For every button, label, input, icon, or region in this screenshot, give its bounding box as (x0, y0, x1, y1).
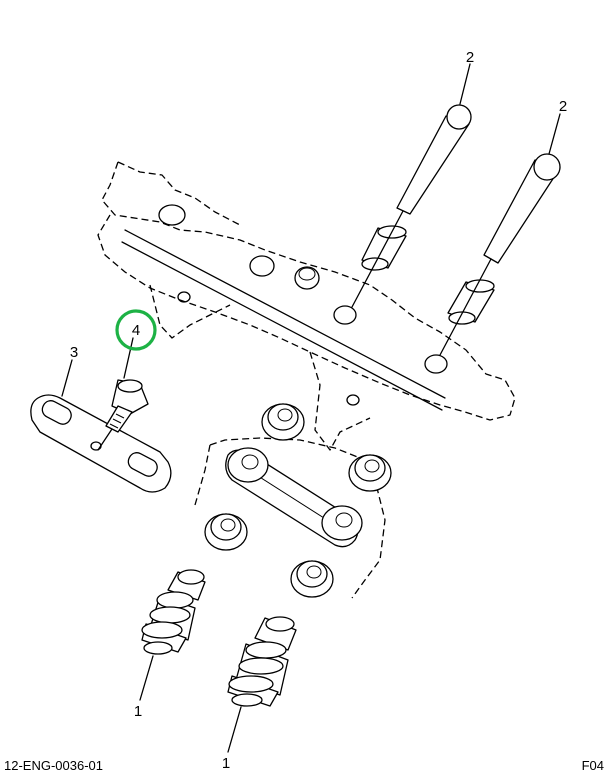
pin-right (439, 153, 561, 356)
callout-4[interactable]: 4 (132, 322, 140, 339)
bracket-plate (97, 161, 516, 451)
grommet-lower-right (290, 560, 334, 598)
callout-1-left[interactable]: 1 (134, 703, 142, 720)
grommet-mid-left (227, 447, 269, 483)
callout-2-right[interactable]: 2 (559, 98, 567, 115)
grommet-upper-right (348, 454, 392, 492)
bolt (97, 379, 149, 451)
clamp-plate (30, 394, 172, 493)
grommet-mid-right (321, 505, 363, 541)
callout-3[interactable]: 3 (70, 344, 78, 361)
drawing-id: 12-ENG-0036-01 (4, 758, 103, 773)
injector-left (141, 569, 206, 655)
grommet-lower-left (204, 513, 248, 551)
callout-2-left[interactable]: 2 (466, 49, 474, 66)
sheet-code: F04 (582, 758, 604, 773)
leader-lines (61, 63, 561, 753)
injector-right (227, 616, 297, 707)
grommet-upper-left (261, 403, 305, 441)
highlight-ring (115, 309, 157, 351)
callout-1-right[interactable]: 1 (222, 755, 230, 772)
pin-left (351, 104, 472, 308)
lower-plate (194, 437, 386, 599)
